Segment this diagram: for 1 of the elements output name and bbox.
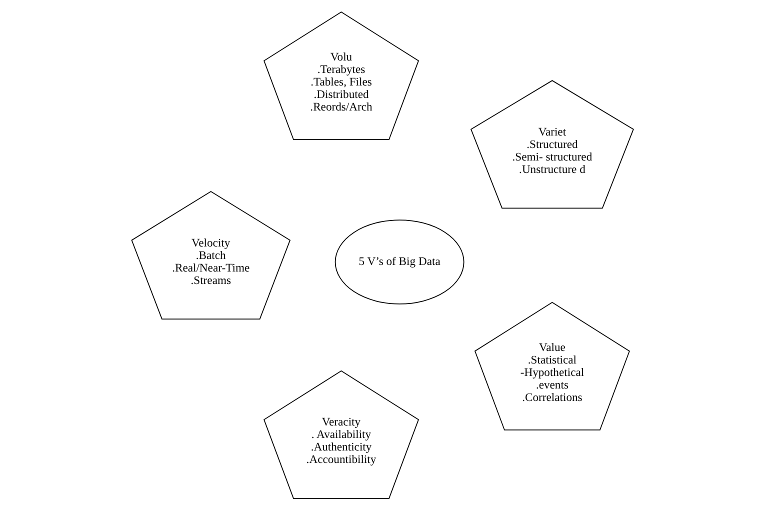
node-ellipse: 5 V’s of Big Data (334, 220, 464, 304)
